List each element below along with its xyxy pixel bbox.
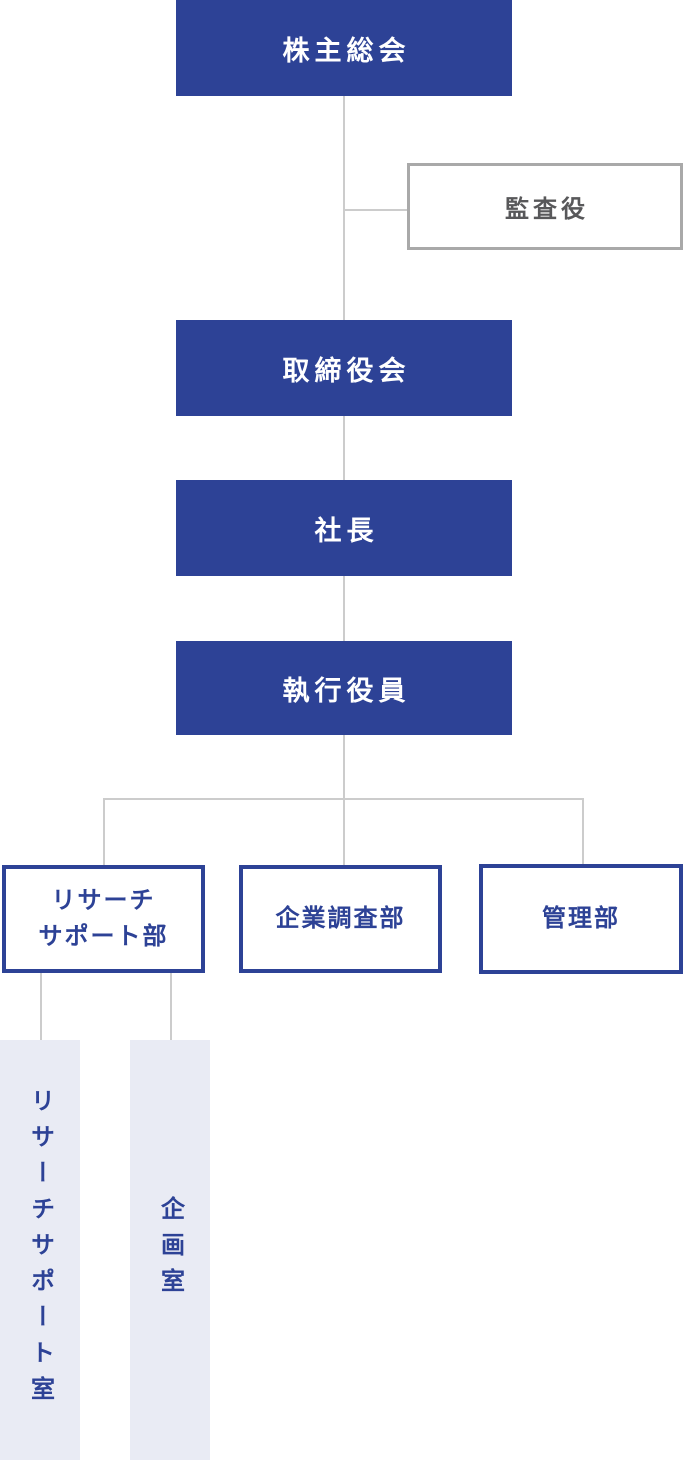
connector-drop-research-office — [40, 973, 42, 1040]
org-node-board-of-directors: 取締役会 — [176, 320, 512, 416]
connector-shareholders-board — [343, 96, 345, 320]
org-node-president: 社長 — [176, 480, 512, 576]
connector-drop-research-support — [103, 798, 105, 866]
org-node-research-support-office: リサーチサポート室 — [0, 1040, 80, 1460]
connector-drop-admin — [582, 798, 584, 865]
org-node-admin-dept: 管理部 — [479, 864, 683, 974]
org-node-executive-officers: 執行役員 — [176, 641, 512, 735]
org-node-research-support-dept: リサーチ サポート部 — [2, 865, 205, 973]
connector-board-president — [343, 416, 345, 480]
connector-drop-corporate-research — [343, 798, 345, 866]
org-node-shareholders-meeting: 株主総会 — [176, 0, 512, 96]
connector-auditor-branch — [344, 209, 407, 211]
org-node-planning-office: 企画室 — [130, 1040, 210, 1460]
connector-president-executives — [343, 576, 345, 641]
connector-drop-planning-office — [170, 973, 172, 1040]
org-node-corporate-research-dept: 企業調査部 — [239, 865, 442, 973]
org-node-auditor: 監査役 — [407, 163, 683, 250]
connector-executives-branch — [343, 735, 345, 799]
